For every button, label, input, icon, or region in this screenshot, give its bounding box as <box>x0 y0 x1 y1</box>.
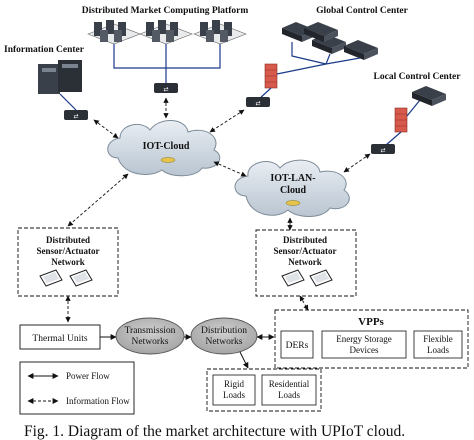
residential-label-2: Loads <box>278 390 300 400</box>
firewall-icon <box>394 107 408 133</box>
energy-storage-label-1: Energy Storage <box>336 334 392 344</box>
vpps-label: VPPs <box>358 316 384 328</box>
information-flow-label: Information Flow <box>66 396 130 406</box>
sensor-left-label-3: Network <box>51 257 85 267</box>
residential-label-1: Residential <box>269 379 310 389</box>
iot-lan-cloud-icon: IOT-LAN- Cloud <box>234 159 350 217</box>
energy-storage-label-2: Devices <box>350 345 379 355</box>
vpps-group: VPPs DERs Energy Storage Devices Flexibl… <box>274 309 469 369</box>
power-flow-arrows <box>100 334 275 369</box>
switch-icon <box>412 86 446 106</box>
sensor-device-icon <box>281 269 305 287</box>
sensor-right-label-3: Network <box>288 257 322 267</box>
router-icon: ⇄ <box>64 110 88 120</box>
iot-lan-cloud-label-2: Cloud <box>280 185 307 196</box>
svg-text:⇄: ⇄ <box>255 100 260 107</box>
transmission-label-2: Networks <box>132 337 169 347</box>
router-icon: ⇄ <box>371 144 395 154</box>
loads-group: Rigid Loads Residential Loads <box>206 368 322 412</box>
distribution-label-2: Networks <box>206 337 243 347</box>
switch-stack-icon <box>282 22 378 65</box>
global-control-label: Global Control Center <box>316 6 408 16</box>
platform-label: Distributed Market Computing Platform <box>82 6 249 16</box>
svg-text:⇄: ⇄ <box>380 147 385 154</box>
flexible-loads-box <box>413 330 463 359</box>
information-center-icon <box>38 60 82 111</box>
sensor-network-right: Distributed Sensor/Actuator Network <box>255 229 357 297</box>
residential-loads-box <box>261 374 317 406</box>
ders-label: DERs <box>286 341 309 351</box>
rigid-loads-box <box>212 374 256 406</box>
sensor-right-label-1: Distributed <box>283 235 327 245</box>
firewall-icon <box>264 63 278 89</box>
distribution-networks-node: Distribution Networks <box>190 317 258 355</box>
energy-storage-box <box>321 330 407 359</box>
info-center-label: Information Center <box>4 45 85 55</box>
figure-caption: Fig. 1. Diagram of the market architectu… <box>24 423 405 440</box>
iot-cloud-icon: IOT-Cloud <box>107 120 221 177</box>
transmission-label-1: Transmission <box>125 326 176 336</box>
rigid-label-1: Rigid <box>224 379 245 389</box>
distribution-label-1: Distribution <box>201 326 247 336</box>
sensor-network-left: Distributed Sensor/Actuator Network <box>17 227 119 297</box>
router-icon: ⇄ <box>246 97 270 107</box>
sensor-device-icon <box>309 269 333 287</box>
power-flow-label: Power Flow <box>66 371 110 381</box>
svg-text:⇄: ⇄ <box>163 86 168 93</box>
ders-box <box>280 330 314 359</box>
sensor-device-icon <box>69 269 93 287</box>
sensor-device-icon <box>39 269 63 287</box>
sensor-right-label-2: Sensor/Actuator <box>274 246 337 256</box>
legend: Power Flow Information Flow <box>19 361 135 415</box>
transmission-networks-node: Transmission Networks <box>115 317 185 355</box>
router-icon: ⇄ <box>154 83 178 93</box>
iot-cloud-label: IOT-Cloud <box>143 141 190 152</box>
sensor-left-label-1: Distributed <box>46 235 90 245</box>
svg-text:⇄: ⇄ <box>73 113 78 120</box>
thermal-units-box: Thermal Units <box>19 324 101 350</box>
local-control-label: Local Control Center <box>374 72 462 82</box>
iot-lan-cloud-label-1: IOT-LAN- <box>270 173 315 184</box>
flexible-label-1: Flexible <box>423 334 453 344</box>
flexible-label-2: Loads <box>427 345 449 355</box>
server-cluster-icon <box>87 20 247 83</box>
rigid-label-2: Loads <box>223 390 245 400</box>
thermal-units-label: Thermal Units <box>32 334 87 344</box>
sensor-left-label-2: Sensor/Actuator <box>37 246 100 256</box>
information-flow-arrows <box>65 97 371 323</box>
